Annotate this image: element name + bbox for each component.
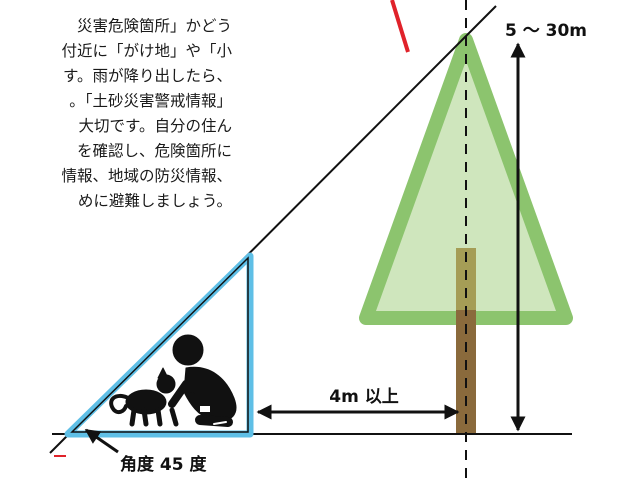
safe-zone-triangle-inner <box>70 256 249 433</box>
angle-label: 角度 45 度 <box>120 454 207 475</box>
paragraph-line: す。雨が降り出したら、 <box>63 67 232 85</box>
paragraph-line: 災害危険箇所」かどう <box>76 17 232 35</box>
red-accent-line <box>390 0 410 53</box>
angle-pointer-arrow <box>84 428 119 454</box>
person-with-dog-icon <box>109 334 237 427</box>
distance-label: 4m 以上 <box>329 387 398 407</box>
paragraph-line: 付近に「がけ地」や「小 <box>61 42 232 60</box>
paragraph-line: を確認し、危険箇所に <box>76 142 232 160</box>
paragraph-line: 大切です。自分の住ん <box>78 117 232 135</box>
paragraph-line: 。「土砂災害警戒情報」 <box>69 92 232 110</box>
paragraph-line: めに避難しましょう。 <box>77 192 232 210</box>
tree-height-label: 5 ～ 30m <box>505 21 587 41</box>
paragraph-line: 情報、地域の防災情報、 <box>61 167 232 185</box>
